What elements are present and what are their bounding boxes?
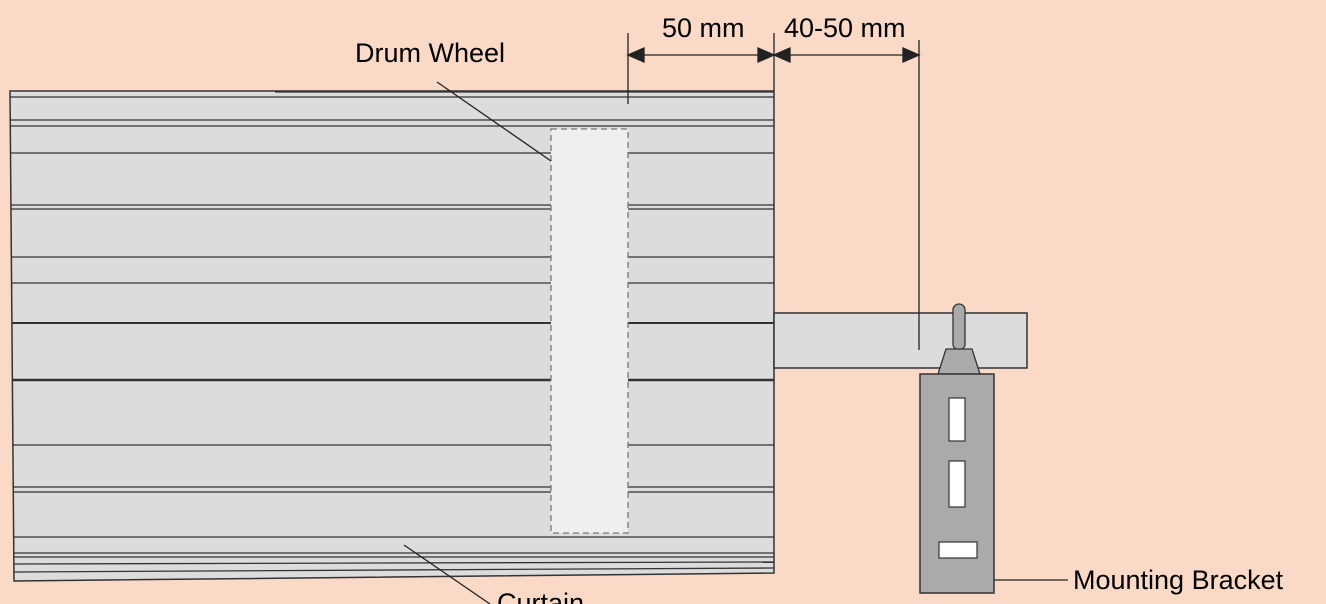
dimension-lines (626, 33, 921, 350)
drum-wheel (550, 128, 629, 534)
arrow-40-50mm-left (772, 47, 791, 63)
arrow-50mm-right (757, 47, 776, 63)
shaft (773, 312, 1028, 369)
leader-lines (403, 81, 1068, 604)
leader-drum-wheel (436, 81, 552, 162)
arrow-40-50mm-right (902, 47, 921, 63)
curtain (9, 90, 775, 582)
drum-wheel-label: Drum Wheel (355, 38, 505, 68)
arrow-50mm-left (626, 47, 645, 63)
curtain-panel (9, 90, 775, 582)
mounting-bracket (919, 303, 995, 594)
bracket-slot-upper (948, 397, 966, 442)
bracket-slot-lower (938, 541, 978, 559)
curtain-label: Curtain (497, 588, 584, 604)
dimension-50mm-label: 50 mm (662, 13, 745, 43)
bracket-slot-middle (948, 460, 966, 508)
bracket-pin (952, 303, 966, 351)
dimension-40-50mm-label: 40-50 mm (784, 13, 906, 43)
bracket-cone (937, 348, 981, 375)
leader-curtain (403, 544, 491, 604)
mounting-bracket-label: Mounting Bracket (1073, 565, 1284, 595)
curtain-slat-lines (10, 91, 775, 573)
